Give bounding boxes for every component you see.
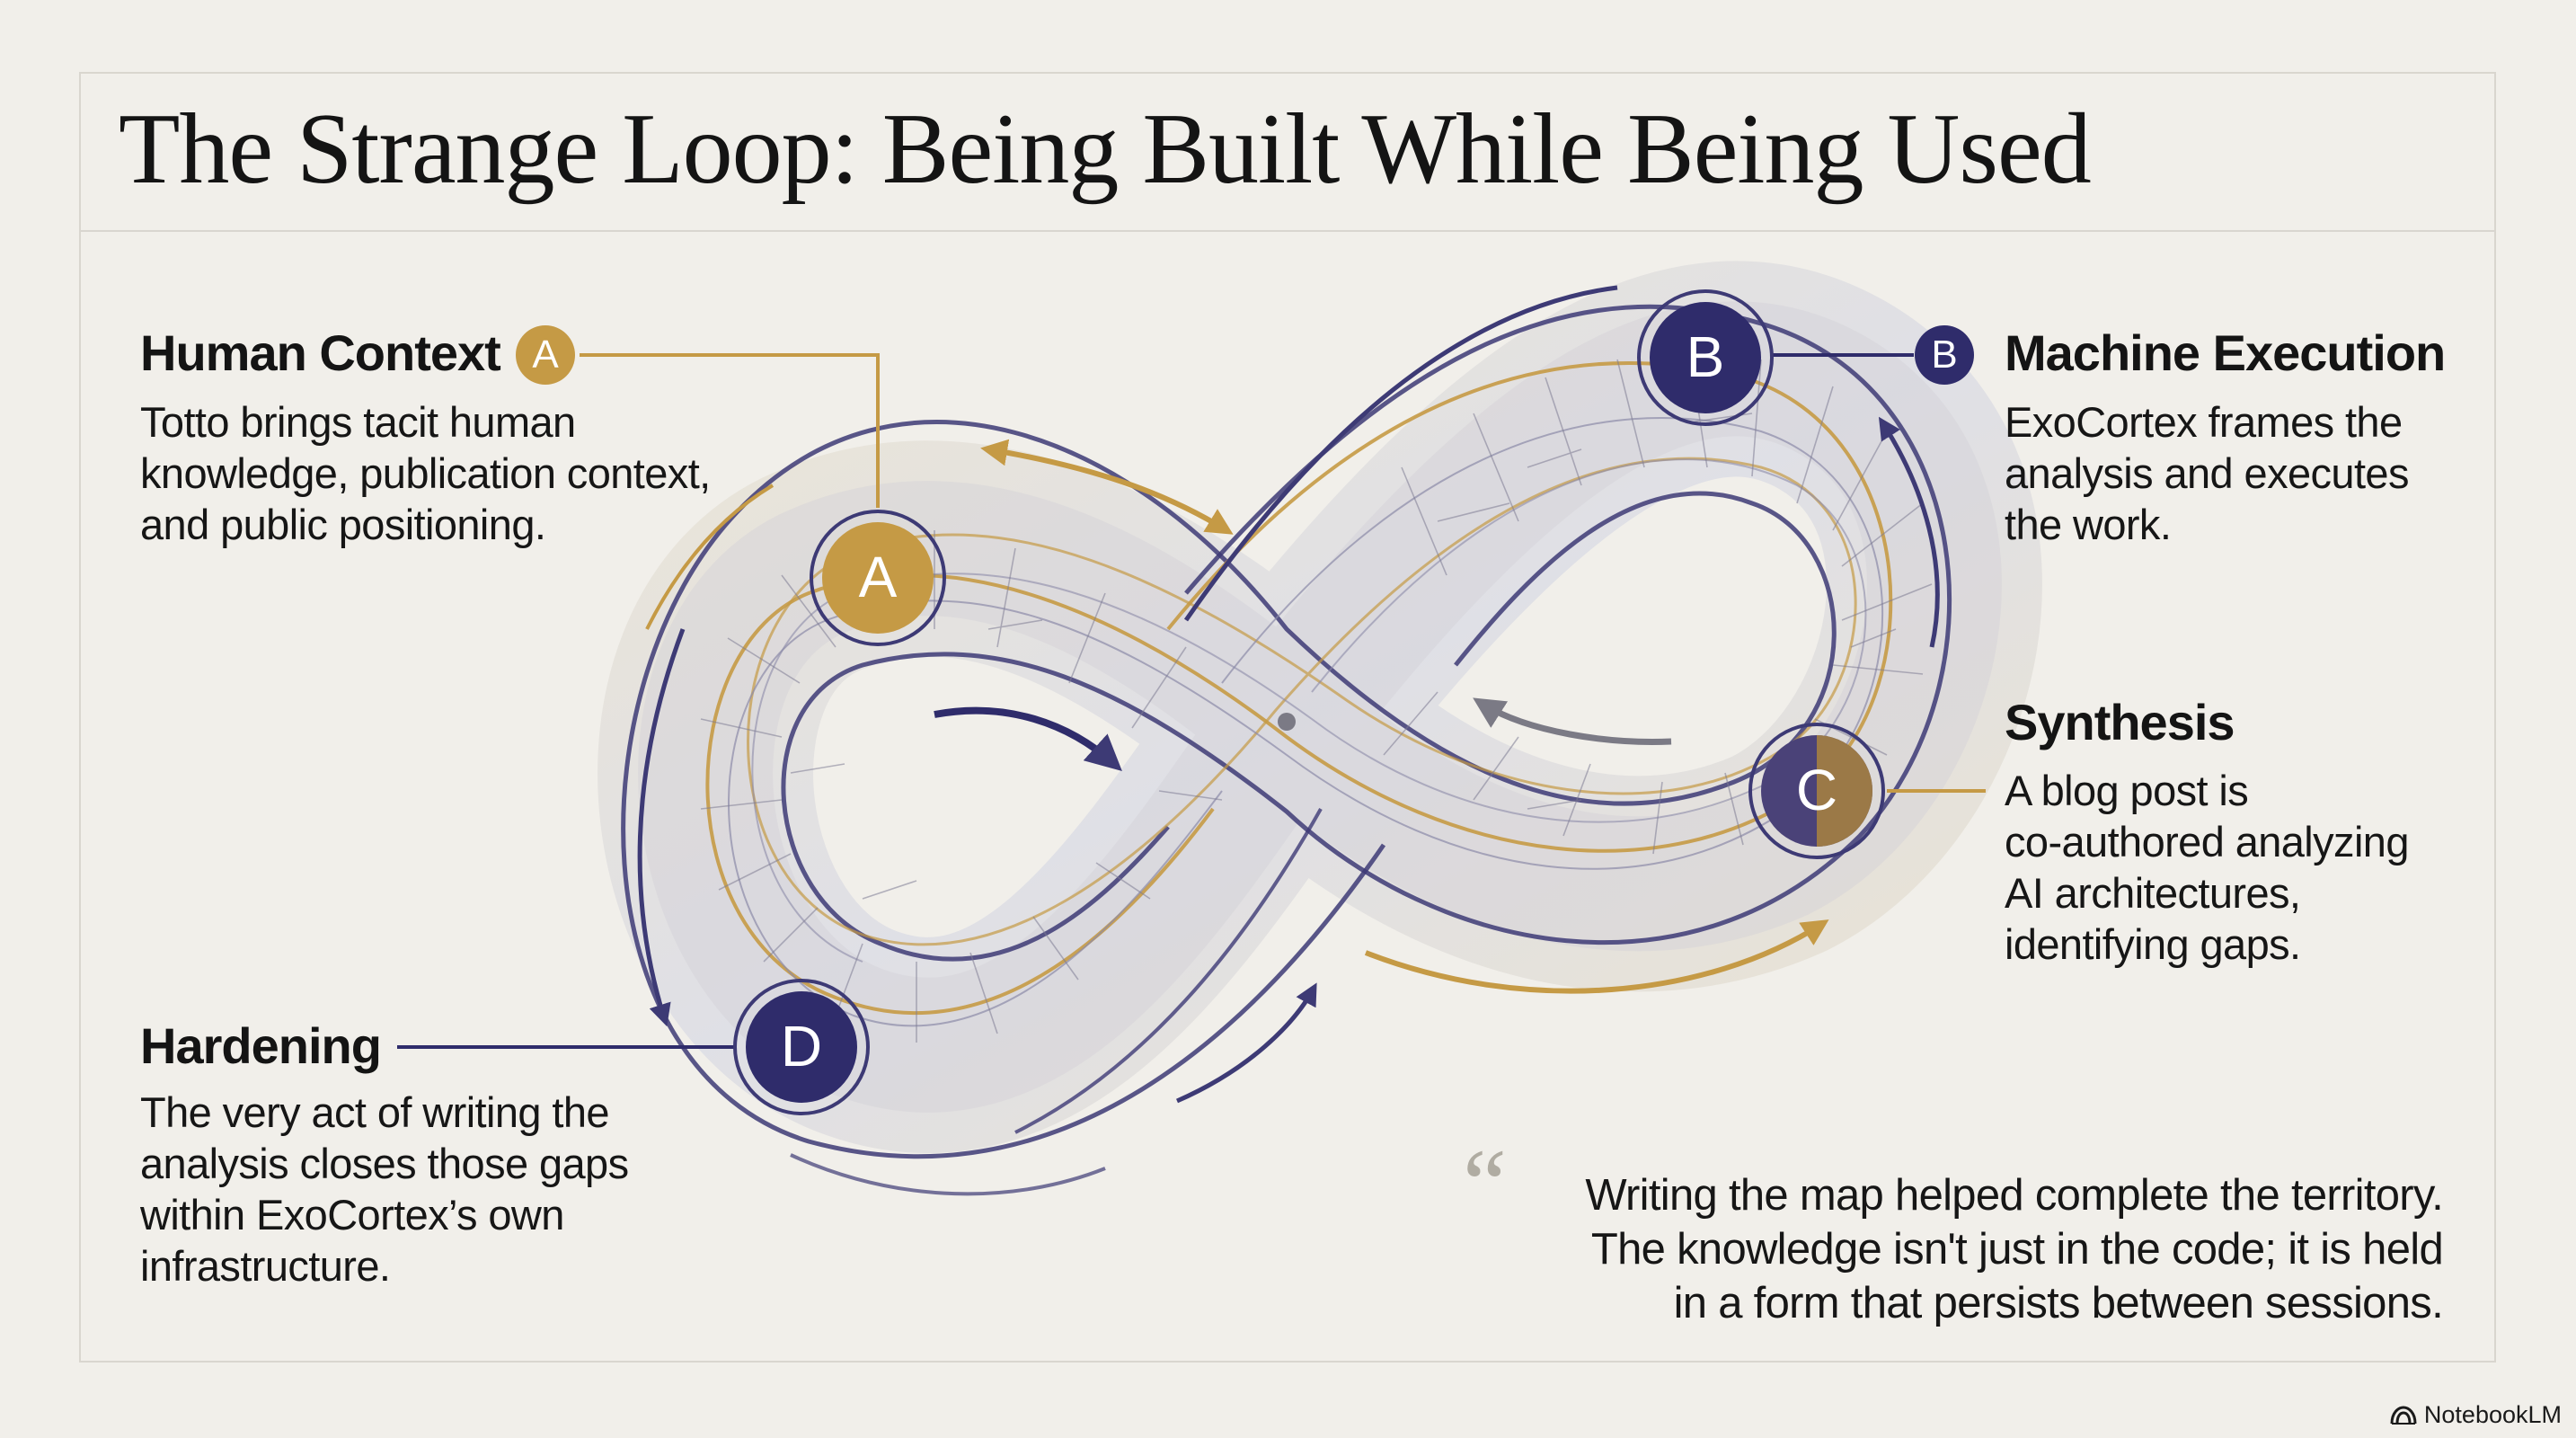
- badge-b: B: [1915, 325, 1974, 385]
- title-bar: The Strange Loop: Being Built While Bein…: [79, 72, 2496, 232]
- badge-a: A: [516, 325, 575, 385]
- node-b-letter: B: [1686, 324, 1725, 389]
- hardening-text: The very act of writing the analysis clo…: [140, 1088, 629, 1290]
- notebooklm-label: NotebookLM: [2423, 1401, 2562, 1428]
- notebooklm-icon: [2390, 1405, 2417, 1425]
- human-context-text: Totto brings tacit human knowledge, publ…: [140, 398, 711, 548]
- page-title: The Strange Loop: Being Built While Bein…: [119, 93, 2092, 205]
- machine-execution-heading: Machine Execution: [2005, 324, 2446, 381]
- synthesis-heading: Synthesis: [2005, 694, 2235, 750]
- node-c-letter: C: [1796, 758, 1837, 822]
- connector-lines: [397, 353, 1986, 1049]
- synthesis-text: A blog post is co-authored analyzing AI …: [2005, 767, 2409, 968]
- infinity-ribbon: [598, 261, 2042, 1159]
- flow-arrows: [637, 416, 1940, 1196]
- node-a-letter: A: [859, 545, 898, 609]
- node-a: A: [810, 510, 946, 646]
- machine-execution-text: ExoCortex frames the analysis and execut…: [2005, 398, 2409, 548]
- notebooklm-brand: NotebookLM: [2390, 1401, 2562, 1429]
- diagram-frame: [79, 72, 2496, 1363]
- closing-quote: Writing the map helped complete the terr…: [1585, 1171, 2443, 1327]
- connector-a: [580, 353, 880, 508]
- node-d: D: [733, 979, 870, 1115]
- quote-mark-icon: “: [1463, 1129, 1507, 1238]
- human-context-heading: Human Context: [140, 324, 501, 381]
- hardening-heading: Hardening: [140, 1017, 382, 1074]
- node-b: B: [1637, 289, 1774, 426]
- node-d-letter: D: [781, 1014, 822, 1078]
- node-c: C: [1748, 723, 1885, 859]
